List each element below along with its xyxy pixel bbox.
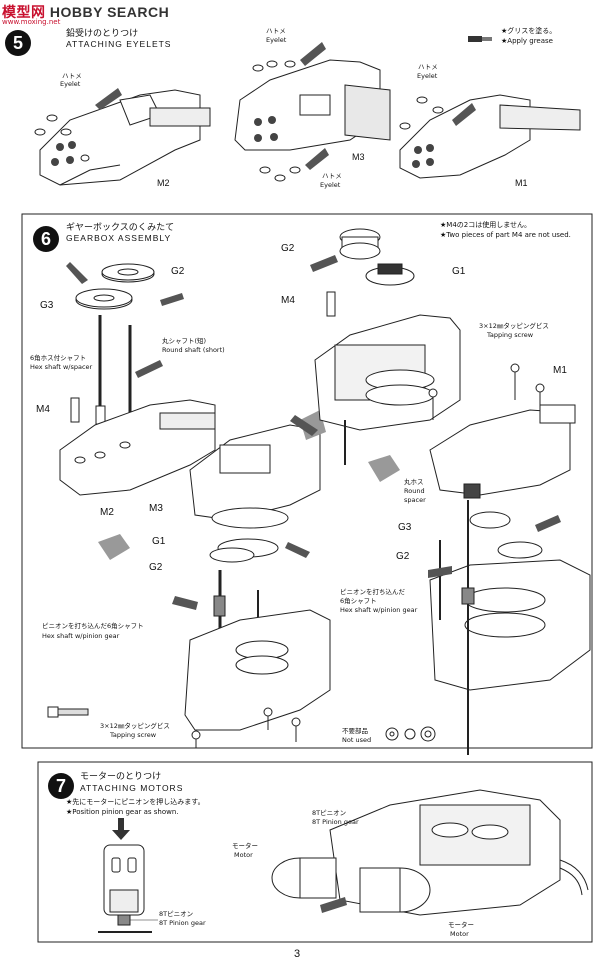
- step7-motor-en-right: Motor: [450, 930, 469, 938]
- step7-number: 7: [48, 773, 74, 799]
- step5-label-m3: M3: [352, 152, 365, 162]
- step6-tapping-jp-mid: 3×12㎜タッピングビス: [100, 722, 170, 730]
- step6-round-spacer-en2: spacer: [404, 496, 426, 504]
- step6-note-en: ★Two pieces of part M4 are not used.: [440, 231, 571, 239]
- step6-hex-spacer-en: Hex shaft w/spacer: [30, 363, 93, 371]
- step6-tapping-en-mid: Tapping screw: [110, 731, 157, 739]
- step6-unused-jp: 不要部品: [342, 727, 368, 735]
- step7-note-jp: ★先にモーターにピニオンを押し込みます。: [66, 798, 205, 806]
- step5-eyelet-3: Eyelet: [320, 181, 341, 189]
- watermark-logo: 模型网 HOBBY SEARCH: [2, 2, 169, 22]
- step6-label-g1-right: G1: [452, 266, 466, 277]
- step6-label-m4-right: M4: [281, 295, 295, 306]
- step5-number: 5: [5, 30, 31, 56]
- watermark-site-a: 模型网: [2, 4, 46, 20]
- step5-hatome-3: ハトメ: [322, 172, 342, 180]
- step6-label-g3-left: G3: [40, 300, 54, 311]
- step5-note-en: ★Apply grease: [501, 37, 553, 45]
- step7-title-jp: モーターのとりつけ: [80, 772, 162, 782]
- step6-label-g2-left: G2: [171, 266, 185, 277]
- step6-round-short-en: Round shaft (short): [162, 346, 225, 354]
- step6-title-en: GEARBOX ASSEMBLY: [66, 233, 172, 243]
- step5-title-jp: 鉛受けのとりつけ: [66, 29, 139, 39]
- step6-tapping-jp-right: 3×12㎜タッピングビス: [479, 322, 549, 330]
- step5-hatome-4: ハトメ: [418, 63, 438, 71]
- step6-label-g2-mid: G2: [149, 562, 163, 573]
- page-number: 3: [294, 948, 301, 960]
- step6-round-short-jp: 丸シャフト(短): [162, 337, 207, 345]
- step5-eyelet-2: Eyelet: [266, 36, 287, 44]
- step7-motor-en-left: Motor: [234, 851, 253, 859]
- step6-label-g1-mid: G1: [152, 536, 166, 547]
- step7-note-en: ★Position pinion gear as shown.: [66, 808, 179, 816]
- step7-motor-jp-right: モーター: [448, 921, 474, 929]
- step7-motor-jp-left: モーター: [232, 842, 258, 850]
- step5-hatome-1: ハトメ: [62, 72, 82, 80]
- step6-note-jp: ★M4の2コは使用しません。: [440, 221, 532, 229]
- step6-label-m3: M3: [149, 503, 163, 514]
- step6-pinion-jp3: 6角シャフト: [340, 597, 377, 605]
- step5-hatome-2: ハトメ: [266, 27, 286, 35]
- step6-label-g2-right2: G2: [396, 551, 410, 562]
- step6-label-g2-right: G2: [281, 243, 295, 254]
- step6-round-spacer-en1: Round: [404, 487, 425, 495]
- step6-label-m1: M1: [553, 365, 567, 376]
- step6-tapping-en-right: Tapping screw: [487, 331, 534, 339]
- step5-label-m2: M2: [157, 178, 170, 188]
- step5-eyelet-1: Eyelet: [60, 80, 81, 88]
- step6-round-spacer-jp: 丸ホス: [404, 478, 424, 486]
- step5-title-en: ATTACHING EYELETS: [66, 39, 172, 49]
- step6-pinion-jp2: ピニオンを打ち込んだ: [340, 588, 405, 596]
- step6-label-g3-right: G3: [398, 522, 412, 533]
- step5-label-m1: M1: [515, 178, 528, 188]
- step7-title-en: ATTACHING MOTORS: [80, 783, 184, 793]
- step7-pinion8-en-right: 8T Pinion gear: [312, 818, 359, 826]
- watermark-site-b: HOBBY SEARCH: [49, 4, 170, 20]
- step6-label-m2: M2: [100, 507, 114, 518]
- step6-number: 6: [33, 226, 59, 252]
- step6-hex-spacer-jp: 6角ホス付シャフト: [30, 354, 87, 362]
- step6-pinion-en: Hex shaft w/pinion gear: [42, 632, 120, 640]
- step5-note-jp: ★グリスを塗る。: [501, 27, 557, 35]
- step6-pinion-en2: Hex shaft w/pinion gear: [340, 606, 418, 614]
- step5-eyelet-4: Eyelet: [417, 72, 438, 80]
- step7-pinion8-jp-left: 8Tピニオン: [159, 910, 194, 918]
- step7-pinion8-jp-right: 8Tピニオン: [312, 809, 347, 817]
- step6-label-m4-left: M4: [36, 404, 50, 415]
- watermark-url: www.moxing.net: [2, 18, 61, 26]
- step6-pinion-jp: ピニオンを打ち込んだ6角シャフト: [42, 622, 144, 630]
- step6-unused-en: Not used: [342, 736, 372, 744]
- step7-pinion8-en-left: 8T Pinion gear: [159, 919, 206, 927]
- step6-title-jp: ギヤーボックスのくみたて: [66, 223, 175, 233]
